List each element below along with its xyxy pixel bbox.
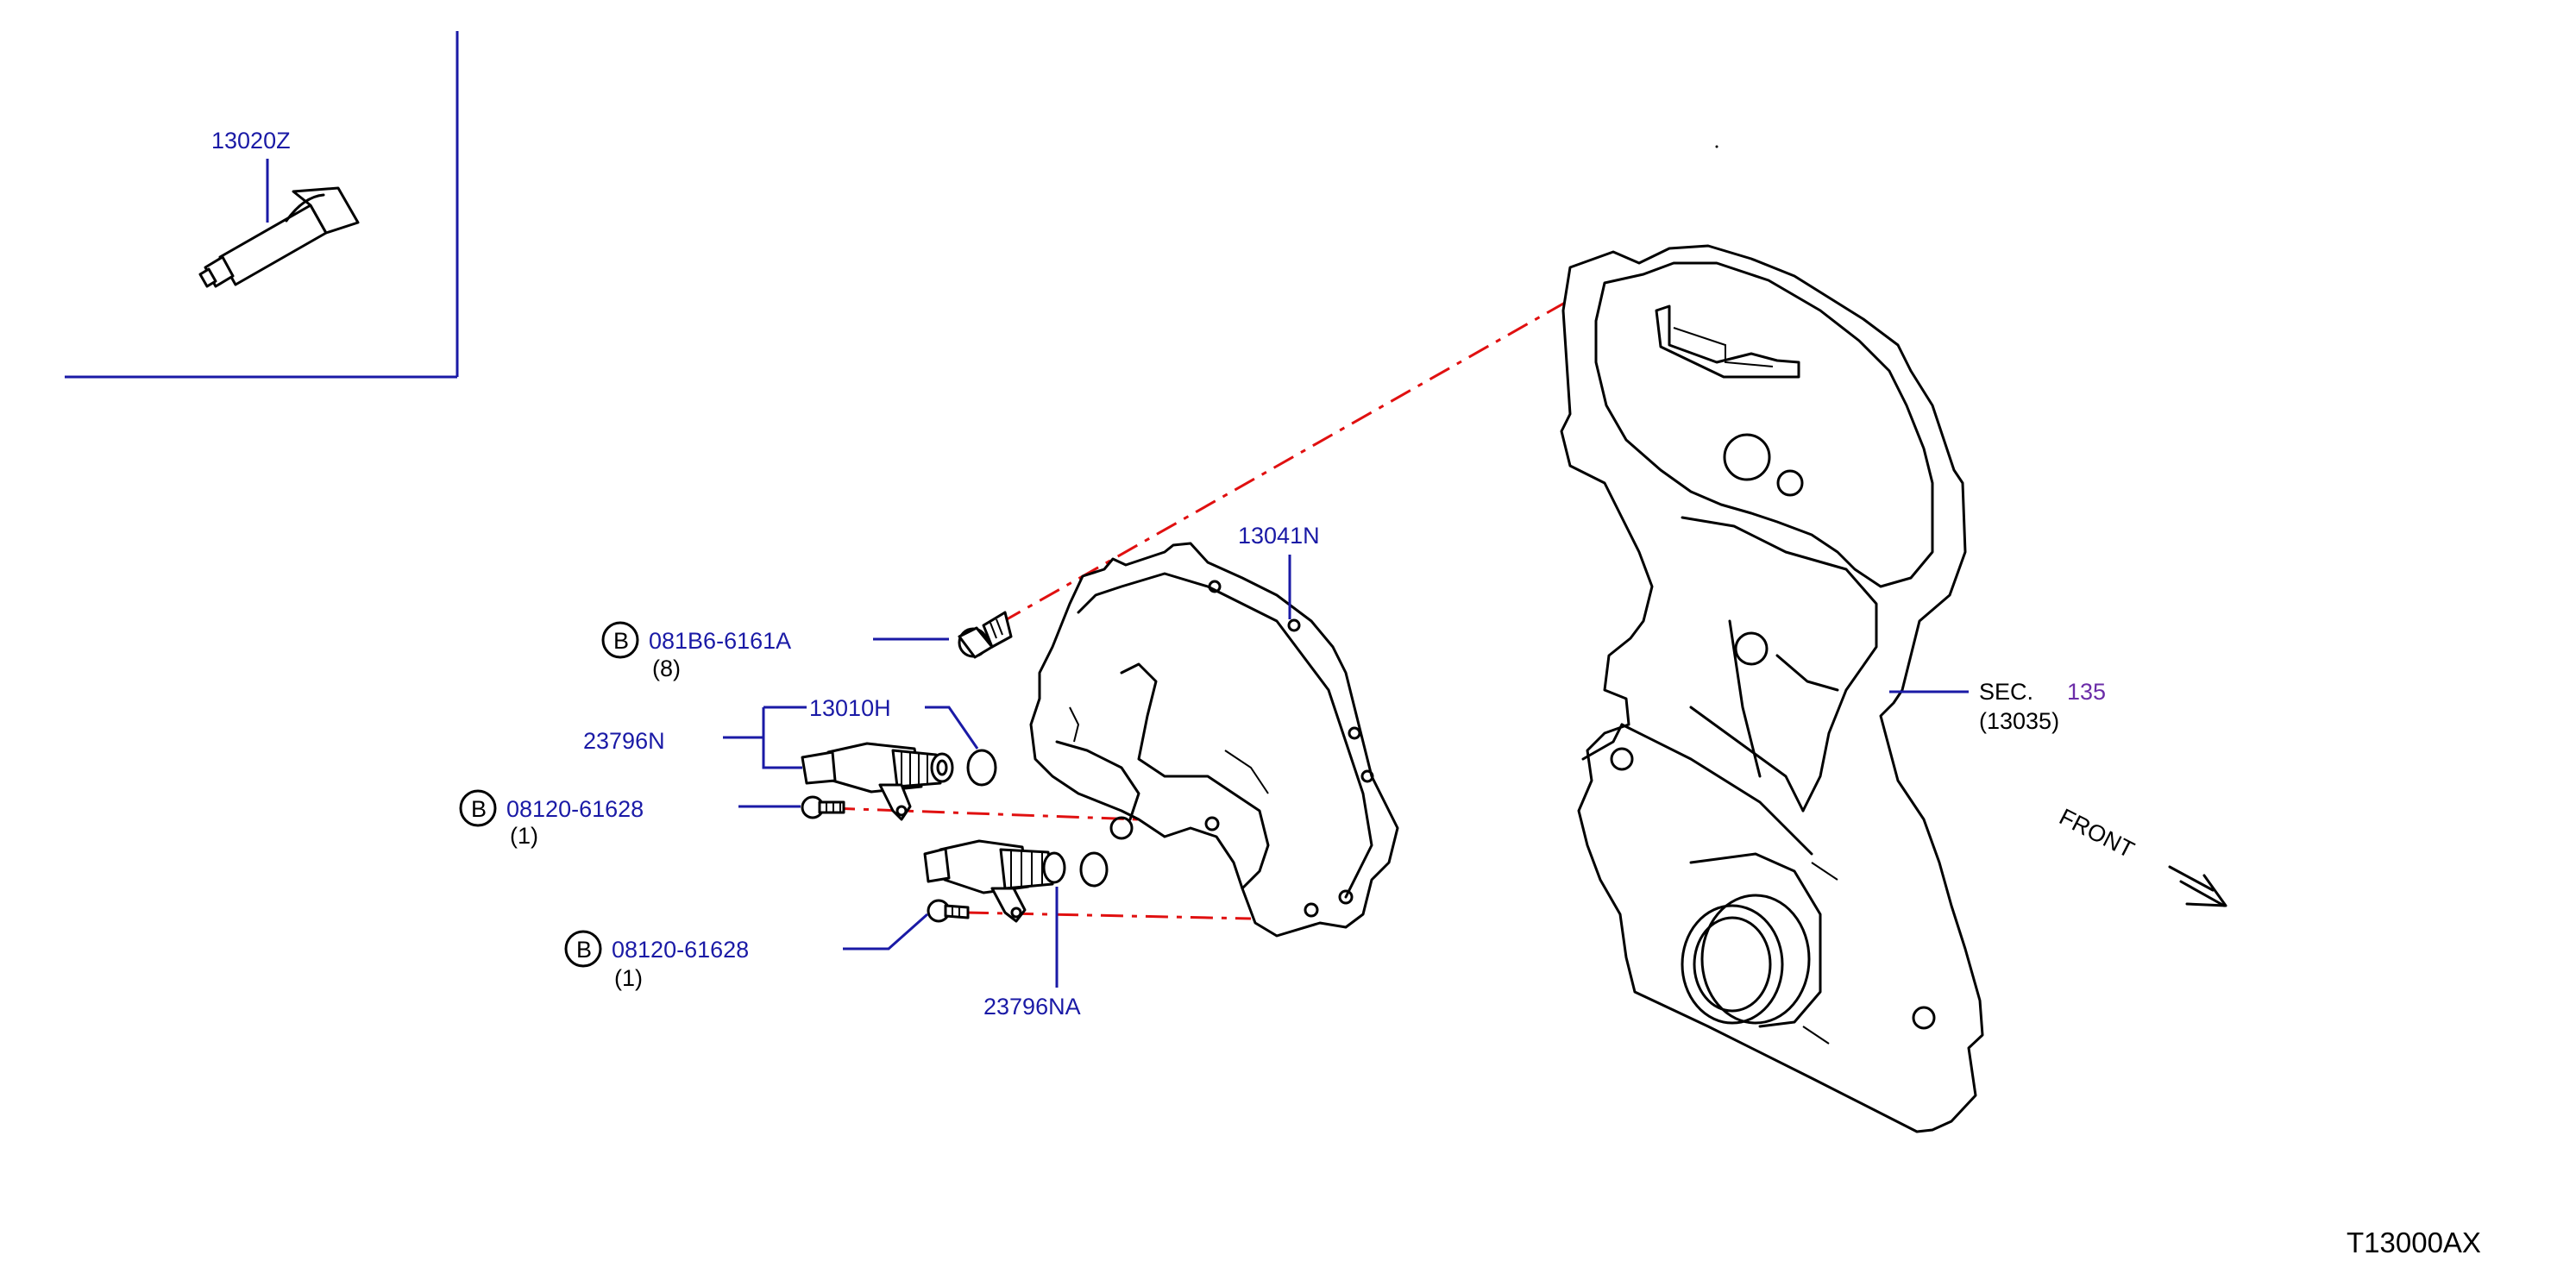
part-label-13010H[interactable]: 13010H (809, 695, 891, 721)
sealant-tube-illustration (198, 186, 360, 288)
qty-label-lower: (1) (614, 965, 643, 991)
section-link-135[interactable]: 135 (2067, 679, 2106, 705)
front-arrow-icon (2168, 865, 2227, 907)
qty-label-upper: (1) (510, 823, 538, 849)
o-ring-upper-illustration (966, 749, 997, 787)
badge-label-main: B (613, 628, 629, 654)
phantom-line-bolt-main (1000, 276, 1610, 624)
valve-lower-illustration (923, 839, 1066, 923)
front-direction-label: FRONT (2055, 804, 2138, 863)
section-prefix-label: SEC. (1979, 679, 2033, 705)
inset-frame (65, 31, 459, 379)
badge-label-upper: B (471, 796, 487, 822)
part-label-13041N[interactable]: 13041N (1238, 523, 1320, 549)
phantom-line-bolt-upper (832, 806, 1140, 821)
bolt-lower-illustration (927, 899, 970, 923)
part-label-13020Z[interactable]: 13020Z (211, 128, 291, 154)
qty-label-main: (8) (652, 656, 681, 681)
front-timing-cover-illustration (1560, 145, 1984, 1133)
o-ring-lower-illustration (1079, 851, 1109, 888)
badge-B-main (601, 621, 639, 659)
valve-upper-illustration (801, 742, 954, 821)
part-label-08120-61628-lower[interactable]: 08120-61628 (612, 937, 749, 963)
bolt-main-illustration (958, 611, 1013, 659)
section-sub-label: (13035) (1979, 708, 2059, 734)
part-label-23796NA[interactable]: 23796NA (983, 994, 1081, 1020)
bolt-upper-illustration (801, 795, 845, 819)
badge-B-upper (459, 789, 497, 827)
badge-label-lower: B (576, 937, 592, 963)
part-label-23796N[interactable]: 23796N (583, 728, 665, 754)
diagram-id-label: T13000AX (2347, 1227, 2481, 1258)
cover-13041N-illustration (1029, 542, 1399, 938)
part-label-081B6-6161A[interactable]: 081B6-6161A (649, 628, 791, 654)
part-label-08120-61628-upper[interactable]: 08120-61628 (506, 796, 644, 822)
badge-B-lower (564, 930, 602, 968)
